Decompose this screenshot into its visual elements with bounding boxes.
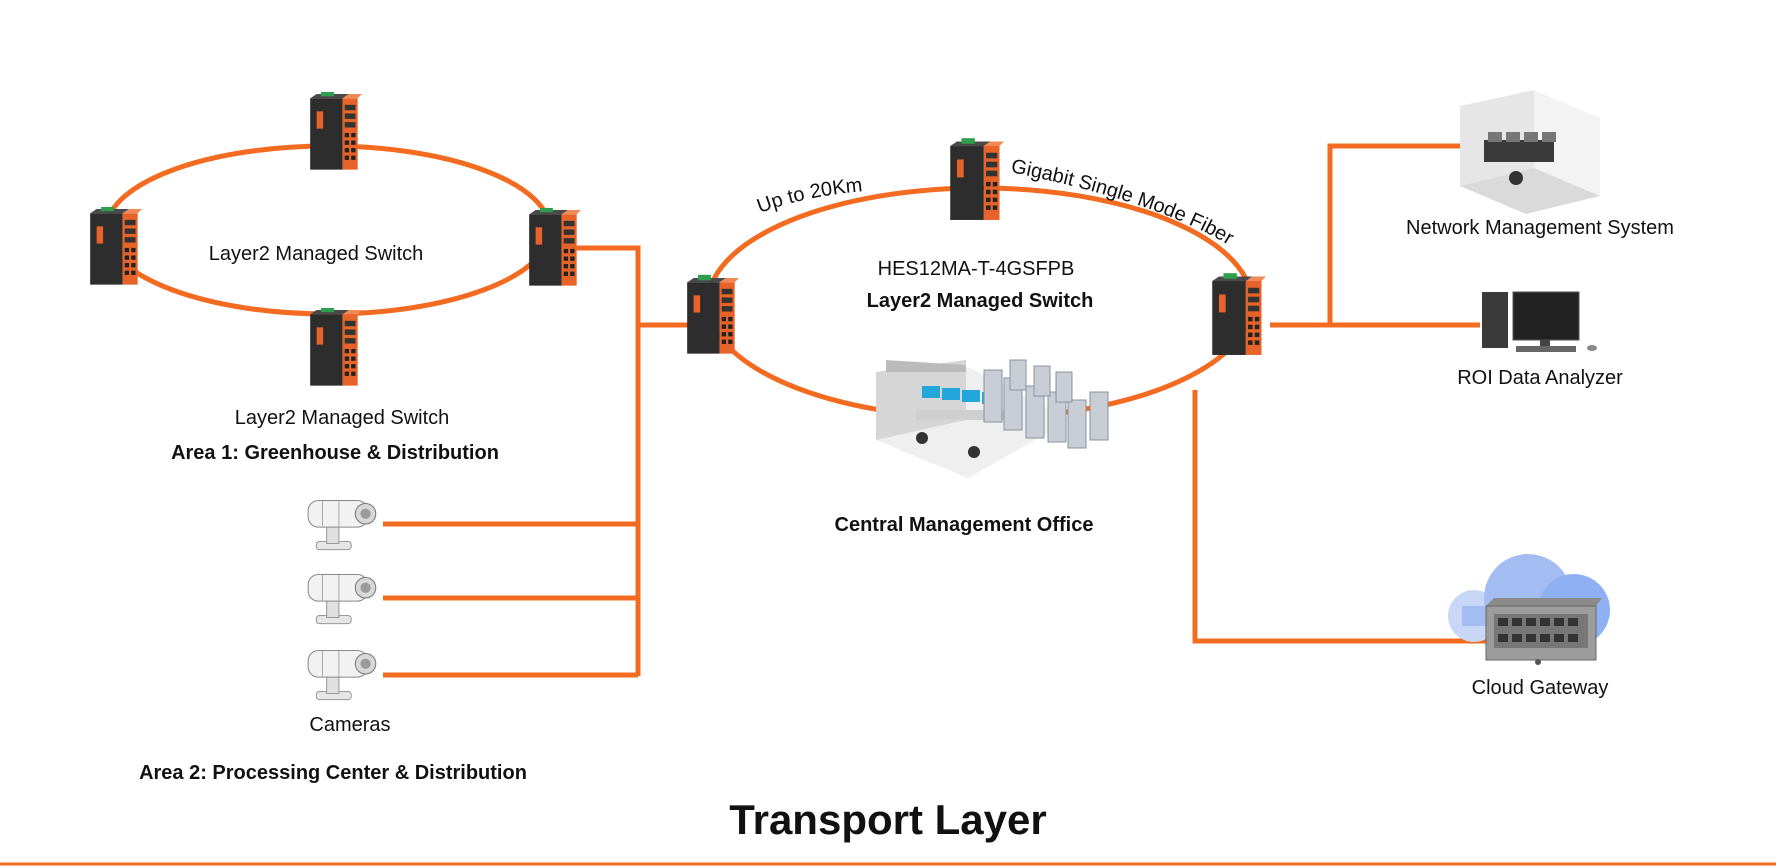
nms-label: Network Management System	[1406, 217, 1674, 239]
analyzer-label: ROI Data Analyzer	[1457, 367, 1623, 389]
industrial-switch-icon	[90, 207, 142, 285]
endpoint-links	[1192, 143, 1490, 644]
nms-console-icon	[1460, 90, 1600, 214]
cloud-gateway-icon	[1448, 554, 1610, 665]
area1-switch-label: Layer2 Managed Switch	[235, 407, 450, 429]
industrial-switch-icon	[950, 138, 1004, 220]
area1-title: Area 1: Greenhouse & Distribution	[171, 442, 499, 464]
access-links	[383, 245, 690, 678]
security-camera-icon	[307, 649, 377, 701]
page-title: Transport Layer	[729, 796, 1046, 843]
industrial-switch-icon	[687, 274, 739, 354]
area2-title: Area 2: Processing Center & Distribution	[139, 762, 527, 784]
industrial-switch-icon	[529, 208, 581, 286]
core-switch-label: Layer2 Managed Switch	[867, 290, 1094, 312]
industrial-switch-icon	[1212, 273, 1266, 355]
area1-ring-label: Layer2 Managed Switch	[209, 243, 424, 265]
area1-ring-link	[103, 143, 553, 317]
security-camera-icon	[307, 499, 377, 551]
security-camera-icon	[307, 573, 377, 625]
server-rack-icon	[983, 359, 1109, 449]
gateway-label: Cloud Gateway	[1472, 677, 1609, 699]
industrial-switch-icon	[310, 92, 362, 170]
office-label: Central Management Office	[835, 514, 1094, 536]
desktop-computer-icon	[1482, 291, 1597, 352]
core-switch-model: HES12MA-T-4GSFPB	[878, 258, 1075, 280]
link-type-label: Gigabit Single Mode Fiber	[1009, 155, 1237, 249]
cameras-label: Cameras	[309, 714, 390, 736]
industrial-switch-icon	[310, 308, 362, 386]
